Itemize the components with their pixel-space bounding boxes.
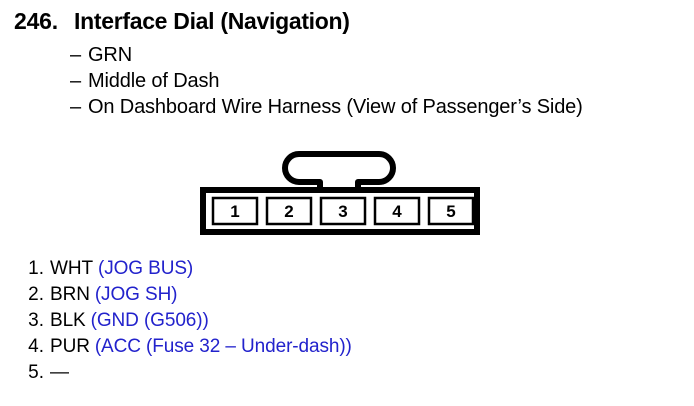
page-header: 246. Interface Dial (Navigation) (0, 6, 694, 36)
signal-name: (JOG BUS) (97, 258, 194, 279)
pin-number-label: 4 (392, 202, 402, 221)
pin-row-index: 2. (28, 284, 44, 305)
connector-diagram: 1 2 3 4 5 (196, 144, 488, 240)
pin-assignment-row: 5. — (18, 360, 618, 386)
connector-pin-4: 4 (373, 196, 421, 226)
en-dash-bullet-icon: – (70, 70, 82, 92)
connector-pin-1: 1 (211, 196, 259, 226)
descriptor-text: GRN (88, 44, 132, 66)
pin-assignment-list: 1. WHT(JOG BUS) 2. BRN(JOG SH) 3. BLK(GN… (18, 256, 618, 386)
pin-assignment-row: 1. WHT(JOG BUS) (18, 256, 618, 282)
signal-name: (JOG SH) (94, 284, 178, 305)
wire-color-code: BLK (50, 310, 86, 331)
pin-row-body: BRN(JOG SH) (50, 282, 178, 308)
descriptor-item-connector-color: – GRN (70, 42, 694, 68)
descriptor-text: On Dashboard Wire Harness (View of Passe… (88, 96, 583, 118)
signal-name: (GND (G506)) (90, 310, 209, 331)
descriptor-item-harness: – On Dashboard Wire Harness (View of Pas… (70, 94, 694, 120)
pin-row-index: 3. (28, 310, 44, 331)
pin-row-body: PUR(ACC (Fuse 32 – Under-dash)) (50, 334, 352, 360)
signal-name: (ACC (Fuse 32 – Under-dash)) (94, 336, 352, 357)
pin-assignment-row: 2. BRN(JOG SH) (18, 282, 618, 308)
page-title: Interface Dial (Navigation) (74, 8, 350, 34)
pin-row-body: — (50, 360, 69, 386)
connector-pin-2: 2 (265, 196, 313, 226)
en-dash-bullet-icon: – (70, 44, 82, 66)
en-dash-bullet-icon: – (70, 96, 82, 118)
pin-number-label: 3 (338, 202, 347, 221)
wire-color-code: — (50, 362, 69, 383)
pin-number-label: 1 (230, 202, 239, 221)
descriptor-list: – GRN – Middle of Dash – On Dashboard Wi… (70, 42, 694, 120)
connector-pin-5: 5 (427, 196, 475, 226)
pin-row-index: 1. (28, 258, 44, 279)
wire-color-code: WHT (50, 258, 93, 279)
pin-number-label: 2 (284, 202, 293, 221)
descriptor-item-location: – Middle of Dash (70, 68, 694, 94)
wire-color-code: BRN (50, 284, 90, 305)
pin-number-label: 5 (446, 202, 455, 221)
entry-number: 246. (14, 8, 58, 34)
pin-assignment-row: 4. PUR(ACC (Fuse 32 – Under-dash)) (18, 334, 618, 360)
wire-color-code: PUR (50, 336, 90, 357)
pin-row-index: 4. (28, 336, 44, 357)
pin-row-index: 5. (28, 362, 44, 383)
pin-row-body: WHT(JOG BUS) (50, 256, 193, 282)
connector-pin-3: 3 (319, 196, 367, 226)
pin-row-body: BLK(GND (G506)) (50, 308, 209, 334)
descriptor-text: Middle of Dash (88, 70, 220, 92)
pin-assignment-row: 3. BLK(GND (G506)) (18, 308, 618, 334)
